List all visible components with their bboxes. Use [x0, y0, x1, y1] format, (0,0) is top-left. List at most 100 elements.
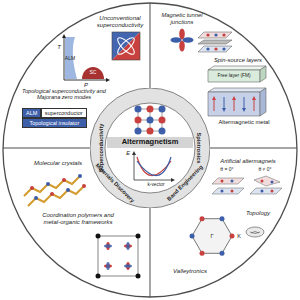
wheel-outline [210, 148, 297, 149]
framework-lattice [136, 274, 141, 279]
phase-diagram [82, 67, 104, 79]
band-structure [132, 151, 175, 182]
phase-label: SC [87, 70, 99, 76]
altermagnet-lattice [159, 106, 166, 113]
brillouin-hexagon [200, 216, 205, 221]
box-label: ALM [26, 110, 37, 116]
molecular-chains [46, 182, 50, 186]
spin-source-slabs [212, 96, 216, 100]
phase-label: ALM [63, 56, 77, 62]
tunnel-junction-stack [222, 47, 225, 50]
layer-label: Free layer (FM) [210, 73, 258, 79]
brillouin-hexagon [190, 234, 195, 239]
sector-heading: Magnetic tunnel junctions [158, 12, 206, 25]
orbital-cloverleaf [179, 41, 185, 52]
material-box: Topological insulator [22, 118, 87, 128]
topology-icon [246, 227, 264, 237]
spin-source-slabs [234, 99, 235, 111]
gap-symmetry-square [112, 32, 140, 60]
axis-label: P [82, 82, 90, 89]
twisted-bilayers [231, 180, 234, 183]
framework-lattice [126, 242, 130, 250]
tunnel-junction-stack [198, 32, 232, 38]
phase-diagram [106, 78, 110, 82]
band-structure [137, 157, 171, 176]
twisted-bilayers [261, 180, 264, 183]
twisted-bilayers [231, 190, 234, 193]
title-text: Altermagnetism [122, 138, 179, 147]
molecular-chains [24, 174, 86, 206]
spin-source-slabs [254, 99, 255, 111]
band-structure [171, 178, 175, 182]
wheel-outline [3, 3, 297, 297]
gap-symmetry-square [112, 32, 140, 60]
altermagnet-lattice [147, 106, 154, 113]
sector-heading: Valleytronics [166, 268, 214, 275]
angle-label: θ ≠ 0° [252, 167, 278, 173]
molecular-chains [82, 184, 86, 188]
ring-band [90, 88, 210, 208]
framework-lattice [104, 244, 112, 248]
spin-source-slabs [260, 88, 266, 116]
molecular-chains [28, 186, 84, 206]
twisted-bilayers [212, 178, 244, 184]
spin-source-slabs [214, 99, 215, 111]
phase-diagram [62, 34, 66, 38]
box-label: superconductor [45, 110, 83, 116]
tunnel-junction-stack [206, 47, 209, 50]
sector-heading: Molecular crystals [27, 160, 89, 167]
gap-symmetry-square [112, 32, 140, 60]
twisted-bilayers [261, 190, 264, 193]
field-ring: SuperconductivitySpintronicsBand Enginee… [90, 88, 210, 208]
brillouin-hexagon [192, 219, 232, 254]
axis-label: E [125, 150, 131, 156]
wheel-outline [150, 208, 151, 297]
altermagnet-lattice [135, 106, 166, 135]
sector-heading: Topology [241, 210, 275, 217]
molecular-chains [78, 174, 82, 178]
framework-lattice [106, 262, 110, 270]
framework-lattice [136, 234, 141, 239]
altermagnet-lattice [147, 117, 154, 124]
layer-label: Altermagnetic metal [213, 119, 275, 126]
molecular-chains [30, 186, 34, 190]
phase-diagram [64, 80, 107, 81]
band-structure [132, 151, 136, 155]
topology-icon [246, 227, 264, 237]
box-label: Topological insulator [26, 120, 83, 126]
band-structure [134, 154, 135, 180]
sector-heading: Coordination polymers and metal-organic … [35, 212, 121, 226]
twisted-bilayers [250, 188, 282, 194]
orbital-cloverleaf [183, 37, 194, 43]
altermagnet-lattice [159, 128, 166, 135]
altermagnet-lattice [159, 117, 166, 124]
brillouin-hexagon [220, 251, 225, 256]
wheel-outline [3, 148, 90, 149]
band-structure [137, 157, 171, 176]
tunnel-junction-stack [206, 33, 209, 36]
tunnel-junction-stack [222, 33, 225, 36]
molecular-chains [24, 176, 80, 196]
spin-source-slabs [232, 96, 236, 100]
title-band: Altermagnetism [107, 137, 193, 148]
sector-heading: Topological superconductivity and Majora… [21, 88, 107, 101]
tunnel-junction-stack [198, 40, 232, 44]
sector-heading: Unconventional superconductivity [91, 15, 149, 29]
gap-symmetry-square [115, 35, 136, 56]
orbital-cloverleaf [171, 37, 182, 43]
twisted-bilayers [221, 180, 224, 183]
altermagnet-lattice [135, 106, 142, 113]
topology-icon [251, 232, 259, 234]
tunnel-junction-stack [214, 33, 217, 36]
phase-diagram [64, 37, 65, 80]
point-label: K [235, 233, 243, 239]
axis-label: k-vector [142, 182, 170, 188]
molecular-chains [34, 196, 38, 200]
twisted-bilayers [212, 188, 244, 194]
framework-lattice [96, 234, 141, 279]
angle-label: θ = 0° [214, 167, 240, 173]
framework-lattice [96, 234, 101, 239]
altermagnet-lattice [135, 117, 142, 124]
